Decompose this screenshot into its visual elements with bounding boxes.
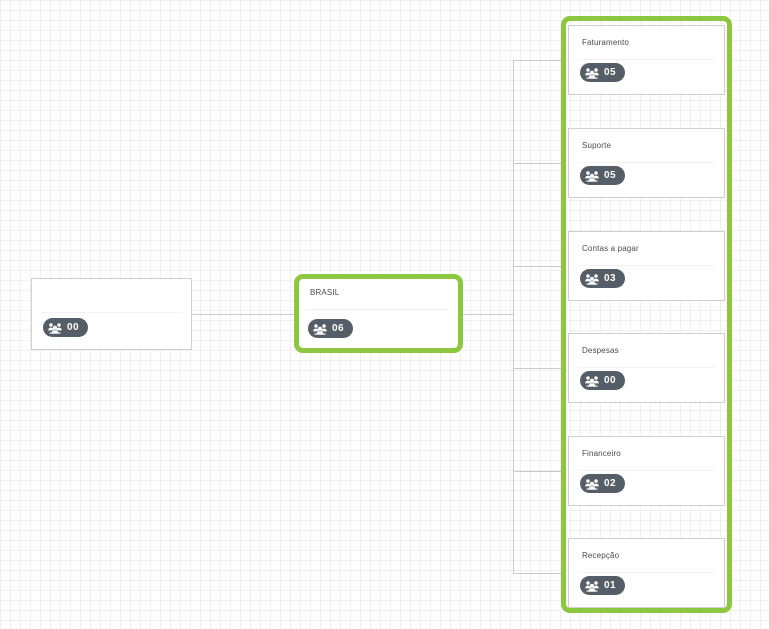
- users-group-icon: [585, 170, 599, 182]
- node-department-4-divider: [578, 367, 715, 368]
- node-brasil-divider: [306, 309, 451, 310]
- node-department-3-title: Contas a pagar: [582, 244, 639, 253]
- node-department-6[interactable]: Recepção 01: [568, 538, 725, 608]
- node-department-4-member-count: 00: [604, 374, 616, 386]
- users-group-icon: [585, 580, 599, 592]
- node-root-divider: [41, 312, 182, 313]
- node-root-member-badge[interactable]: 00: [43, 318, 88, 337]
- node-department-2-title: Suporte: [582, 141, 612, 150]
- node-department-2[interactable]: Suporte 05: [568, 128, 725, 198]
- node-department-3[interactable]: Contas a pagar 03: [568, 231, 725, 301]
- node-department-1[interactable]: Faturamento 05: [568, 25, 725, 95]
- users-group-icon: [585, 375, 599, 387]
- node-root[interactable]: 00: [31, 278, 192, 350]
- node-department-4-title: Despesas: [582, 346, 619, 355]
- connector-trunk-to-dept-1: [513, 60, 565, 61]
- node-brasil-member-count: 06: [332, 322, 344, 334]
- node-department-6-title: Recepção: [582, 551, 620, 560]
- node-brasil-title: BRASIL: [310, 288, 340, 297]
- node-department-6-member-count: 01: [604, 579, 616, 591]
- node-root-member-count: 00: [67, 321, 79, 333]
- connector-trunk-to-dept-5: [513, 471, 565, 472]
- node-department-4[interactable]: Despesas 00: [568, 333, 725, 403]
- node-brasil[interactable]: BRASIL 06: [294, 274, 463, 353]
- node-department-3-member-count: 03: [604, 272, 616, 284]
- node-department-6-divider: [578, 572, 715, 573]
- connector-brasil-to-trunk: [463, 314, 514, 315]
- connector-trunk-to-dept-2: [513, 163, 565, 164]
- node-department-1-member-badge[interactable]: 05: [580, 63, 625, 82]
- node-department-5-member-badge[interactable]: 02: [580, 474, 625, 493]
- node-department-2-member-count: 05: [604, 169, 616, 181]
- connector-trunk-to-dept-3: [513, 266, 565, 267]
- users-group-icon: [313, 323, 327, 335]
- node-department-6-member-badge[interactable]: 01: [580, 576, 625, 595]
- connector-trunk-to-dept-4: [513, 368, 565, 369]
- node-brasil-member-badge[interactable]: 06: [308, 319, 353, 338]
- node-department-4-member-badge[interactable]: 00: [580, 371, 625, 390]
- node-department-5-divider: [578, 470, 715, 471]
- node-department-1-member-count: 05: [604, 66, 616, 78]
- node-department-2-member-badge[interactable]: 05: [580, 166, 625, 185]
- connector-trunk-to-dept-6: [513, 573, 565, 574]
- department-group-selection-outline: [561, 16, 732, 613]
- node-department-5-member-count: 02: [604, 477, 616, 489]
- users-group-icon: [585, 478, 599, 490]
- node-department-5[interactable]: Financeiro 02: [568, 436, 725, 506]
- connector-root-to-brasil: [192, 314, 294, 315]
- users-group-icon: [585, 273, 599, 285]
- node-department-1-title: Faturamento: [582, 38, 630, 47]
- connector-trunk: [513, 60, 514, 574]
- users-group-icon: [48, 322, 62, 334]
- node-department-1-divider: [578, 59, 715, 60]
- users-group-icon: [585, 67, 599, 79]
- node-department-3-divider: [578, 265, 715, 266]
- node-department-2-divider: [578, 162, 715, 163]
- node-department-5-title: Financeiro: [582, 449, 621, 458]
- node-department-3-member-badge[interactable]: 03: [580, 269, 625, 288]
